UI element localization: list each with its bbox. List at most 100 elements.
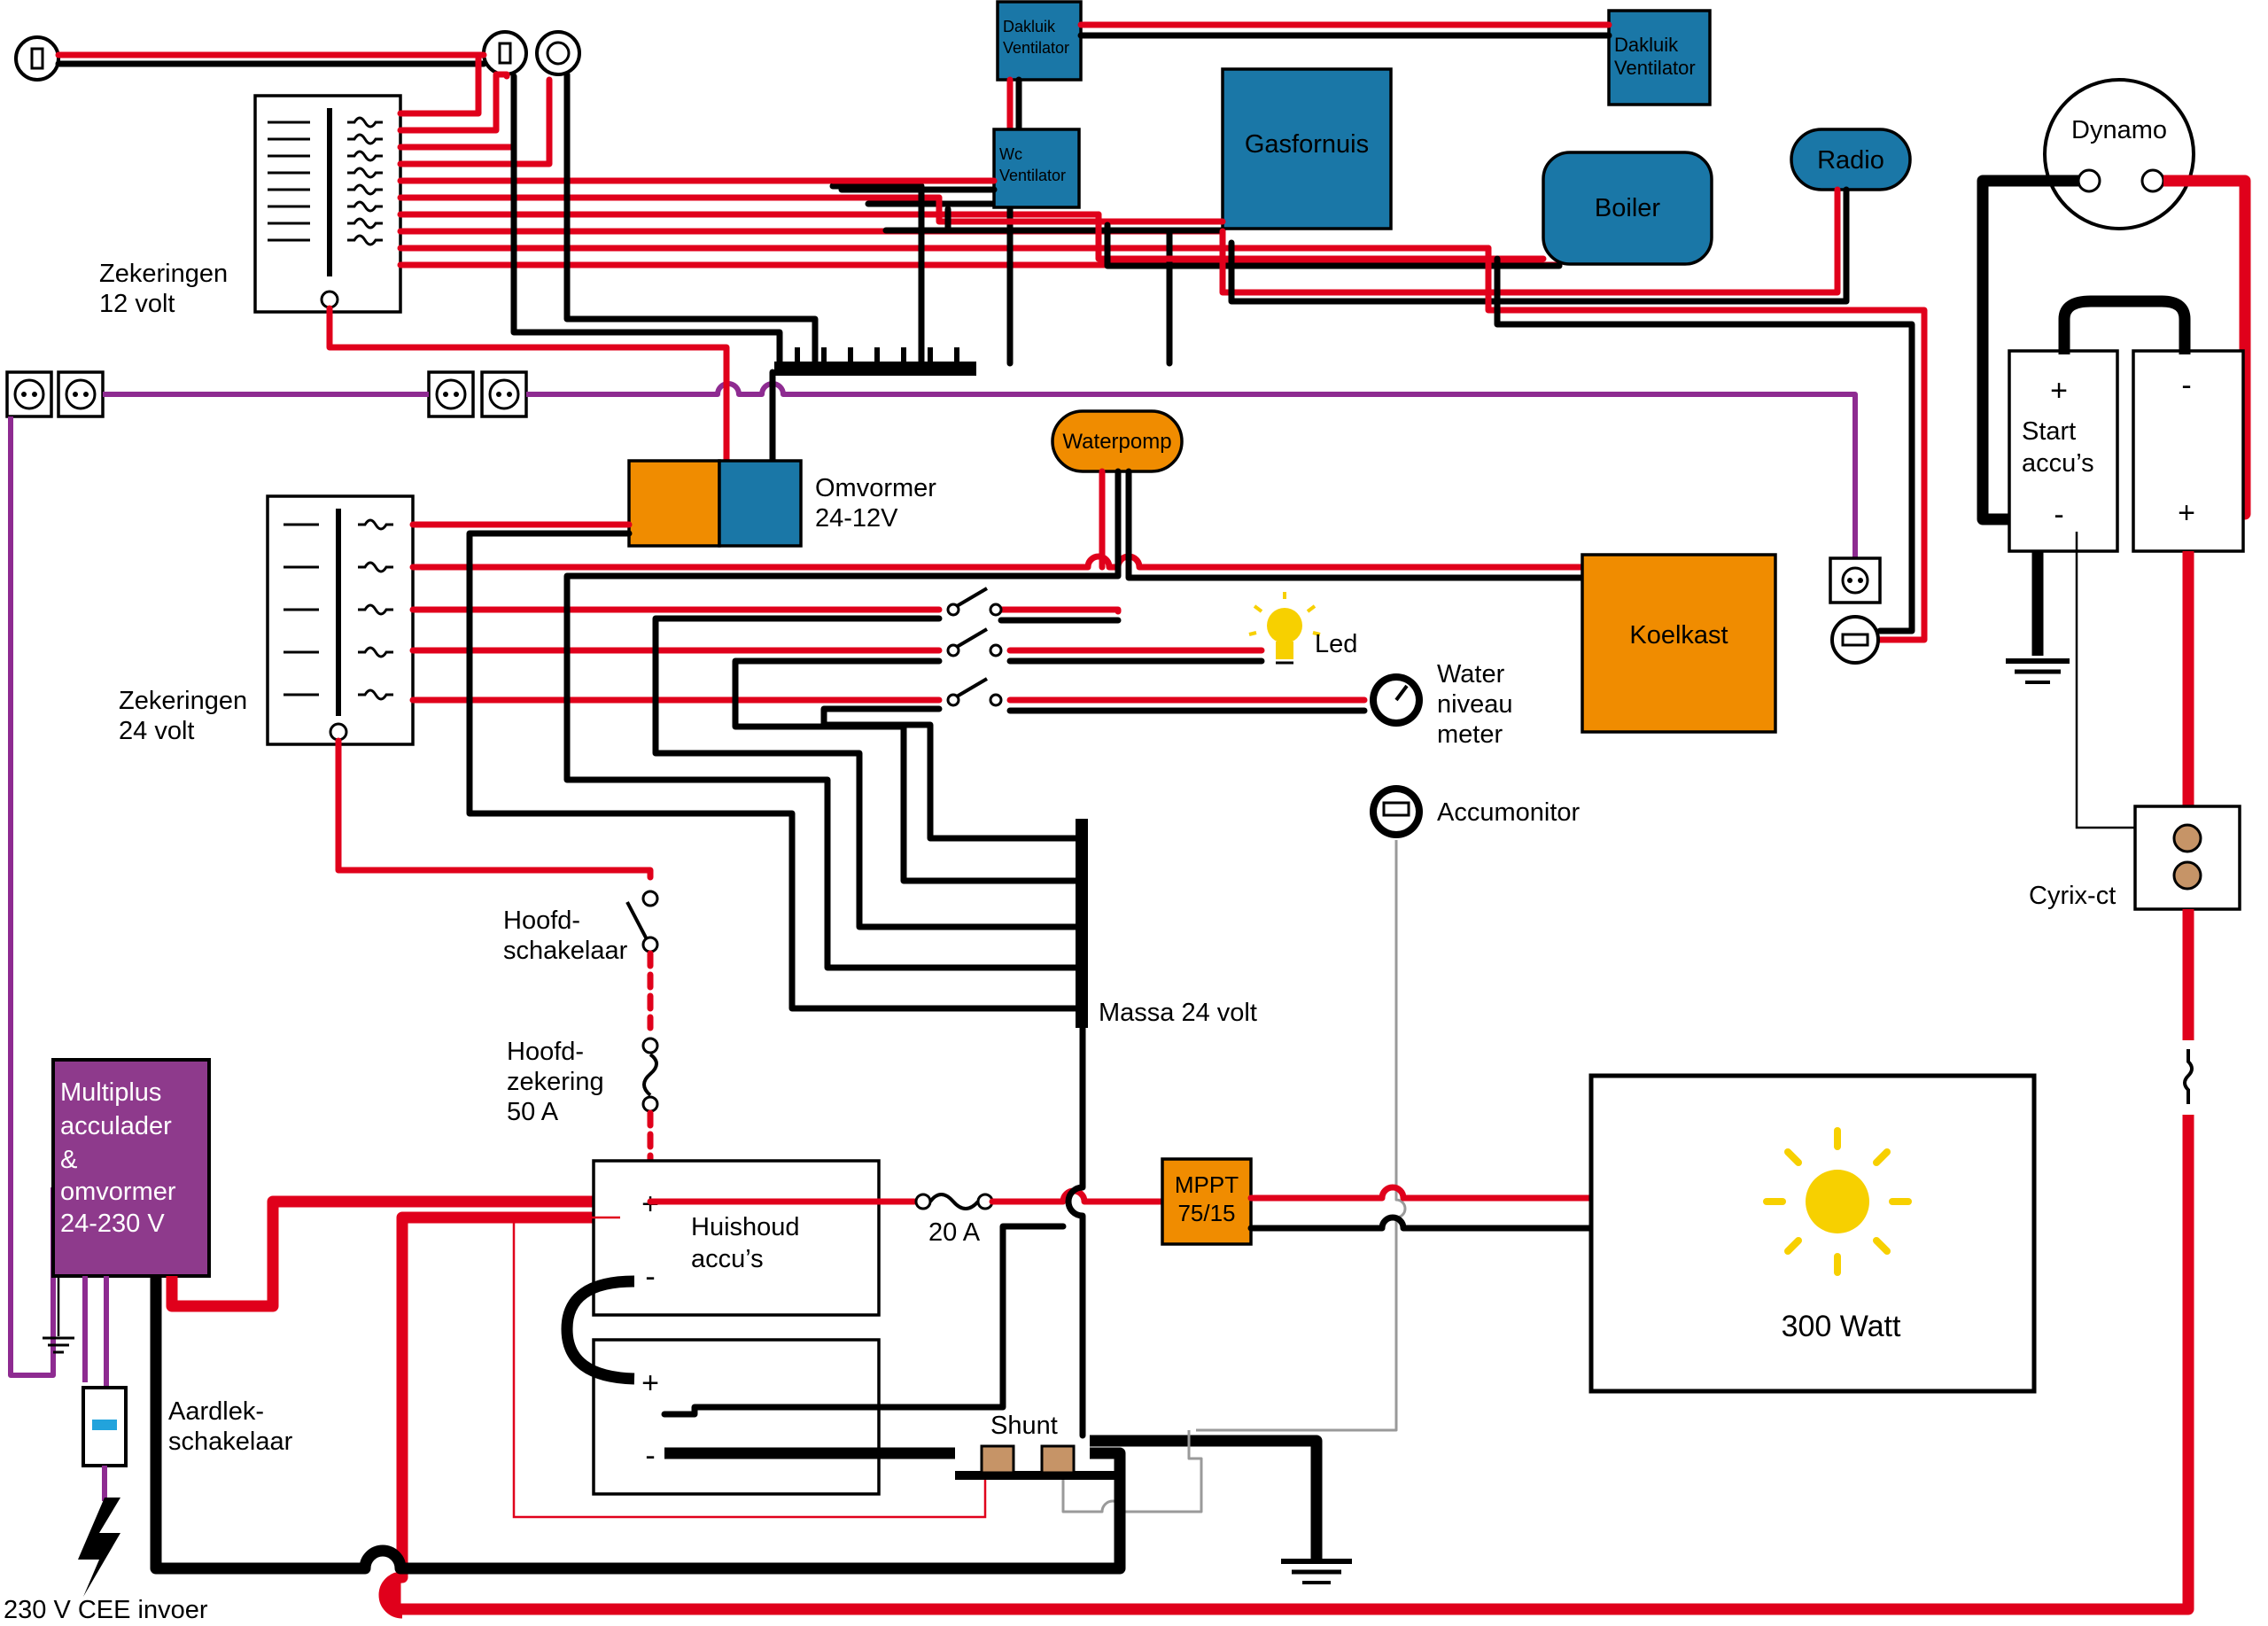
wire-shunt-to-multiplus <box>1090 1447 1126 1568</box>
wire-house-link <box>561 1275 635 1385</box>
radio: Radio <box>1790 128 1912 191</box>
switch-koelkast <box>998 606 1122 624</box>
wire-multiplus-red <box>166 1195 620 1312</box>
hoofdzekering-symbol <box>641 1037 659 1113</box>
usb-socket-left <box>14 35 60 82</box>
svg-text:Gasfornuis: Gasfornuis <box>1245 130 1369 159</box>
svg-text:24-230 V: 24-230 V <box>60 1210 165 1238</box>
massa-24v-bar <box>1076 819 1088 1028</box>
svg-text:-: - <box>2181 369 2191 402</box>
fuse20-label: 20 A <box>928 1218 981 1247</box>
dynamo: Dynamo <box>2043 78 2195 230</box>
fuse-symbol <box>347 183 383 196</box>
svg-text:75/15: 75/15 <box>1177 1200 1235 1226</box>
solar-panel <box>1588 1073 2037 1394</box>
wires-massa-24v <box>466 546 1079 1012</box>
start-battery-1: + - Start accu’s <box>2008 349 2119 553</box>
wire-mppt-solar-red <box>1247 1184 1595 1202</box>
shunt-label: Shunt <box>990 1412 1058 1440</box>
aardlek-label-2: schakelaar <box>168 1428 293 1456</box>
switch-contact <box>989 693 1003 707</box>
water-meter-icon <box>1370 673 1423 727</box>
switch-contact <box>946 603 960 617</box>
socket-230v-4 <box>480 370 528 418</box>
cyrix-ct <box>2133 805 2241 911</box>
svg-text:Koelkast: Koelkast <box>1629 621 1728 650</box>
fuse-cyrix <box>2183 1049 2194 1104</box>
wire-house-minus-mppt <box>661 1223 1067 1418</box>
wire-cyrix-signal <box>2075 532 2135 829</box>
switches-24v <box>946 587 1003 707</box>
fuse-symbol <box>347 167 383 179</box>
hoofdschakelaar-label-1: Hoofd- <box>503 906 580 935</box>
fuse-symbol <box>358 603 393 616</box>
wire-ac-2 <box>526 381 1858 558</box>
wire-dynamo-black <box>1977 175 2078 525</box>
cyrix-label: Cyrix-ct <box>2029 882 2116 910</box>
ground-icon-multiplus <box>43 1276 74 1354</box>
svg-text:MPPT: MPPT <box>1175 1171 1239 1198</box>
wire-accumonitor <box>1196 840 1407 1432</box>
waterpomp: Waterpomp <box>1051 409 1184 473</box>
fuse-box-12v <box>253 94 402 314</box>
wire-ac-left <box>8 416 56 1378</box>
svg-text:Dynamo: Dynamo <box>2071 116 2167 144</box>
svg-text:Ventilator: Ventilator <box>1003 39 1069 57</box>
fuse-row-12v <box>268 116 383 246</box>
ground-icon-main <box>1281 1559 1352 1584</box>
accumonitor-label: Accumonitor <box>1437 798 1581 827</box>
boiler: Boiler <box>1542 151 1713 266</box>
svg-text:Dakluik: Dakluik <box>1003 18 1056 35</box>
fuse-symbol <box>358 561 393 573</box>
svg-text:accu’s: accu’s <box>2022 449 2094 478</box>
svg-text:omvormer: omvormer <box>60 1178 176 1206</box>
converter-label-1: Omvormer <box>815 474 936 502</box>
hoofdzekering-label-2: zekering <box>507 1068 604 1096</box>
fuse-symbol <box>347 200 383 213</box>
svg-text:&: & <box>60 1146 77 1174</box>
svg-text:+: + <box>2050 374 2068 408</box>
usb-socket-side <box>1830 615 1880 665</box>
sun-icon <box>1763 1127 1912 1276</box>
svg-text:Ventilator: Ventilator <box>999 167 1066 184</box>
svg-text:-: - <box>2054 498 2063 532</box>
start-battery-2: - + <box>2132 349 2245 553</box>
huishoud-label-1: Huishoud <box>691 1213 800 1241</box>
fuse-symbol <box>358 518 393 531</box>
wire-multiplus-black <box>150 1276 1126 1575</box>
mppt: MPPT 75/15 <box>1161 1157 1253 1246</box>
socket-12v-top <box>535 30 581 76</box>
wire-mppt-solar-black <box>1247 1214 1595 1232</box>
fuse-symbol <box>347 116 383 128</box>
svg-text:+: + <box>2178 496 2195 530</box>
fuse-symbol <box>347 150 383 162</box>
huishoud-label-2: accu’s <box>691 1245 764 1273</box>
switch-contact <box>946 693 960 707</box>
svg-text:-: - <box>645 1260 655 1294</box>
dakluik-ventilator-1: Dakluik Ventilator <box>996 0 1083 82</box>
svg-text:Dakluik: Dakluik <box>1614 34 1679 56</box>
switch-contact <box>946 643 960 657</box>
wire-fuse24-to-switch <box>335 737 654 881</box>
accumonitor-icon <box>1370 785 1423 838</box>
svg-text:Radio: Radio <box>1817 146 1884 175</box>
fuse24-label-1: Zekeringen <box>119 687 247 715</box>
converter-label-2: 24-12V <box>815 504 898 533</box>
fuse-20a <box>914 1193 994 1210</box>
hoofdschakelaar-label-2: schakelaar <box>503 937 628 965</box>
svg-text:Waterpomp: Waterpomp <box>1062 430 1171 454</box>
usb-socket-right <box>482 30 528 76</box>
wire-start-link <box>2058 295 2191 354</box>
switch-lever <box>955 627 989 649</box>
fuse-row-24v <box>284 518 393 701</box>
ground-icon-start <box>2006 658 2070 684</box>
svg-text:Multiplus: Multiplus <box>60 1078 161 1107</box>
cee-label: 230 V CEE invoer <box>4 1596 208 1624</box>
wire-house-sense <box>512 1216 987 1519</box>
dakluik-ventilator-2: Dakluik Ventilator <box>1607 9 1712 106</box>
wc-ventilator: Wc Ventilator <box>992 128 1081 209</box>
fuse24-label-2: 24 volt <box>119 717 194 745</box>
wire-shunt-ground <box>1090 1435 1323 1560</box>
fuse-symbol <box>358 646 393 658</box>
multiplus: Multiplus acculader & omvormer 24-230 V <box>51 1058 211 1278</box>
